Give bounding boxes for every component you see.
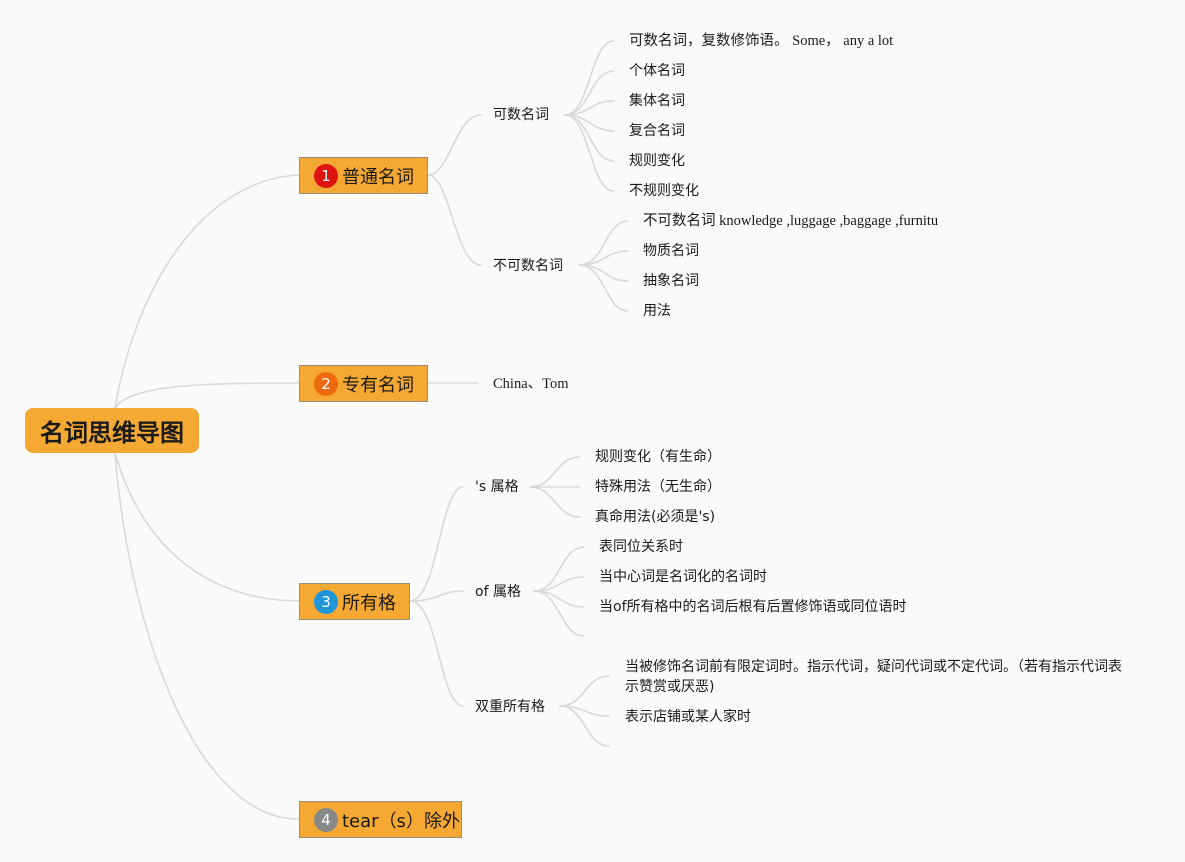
leaf-compound-nouns[interactable]: 复合名词 — [629, 123, 685, 139]
subtopic-countable[interactable]: 可数名词 — [493, 107, 549, 123]
number-4-badge-icon: 4 — [314, 807, 338, 832]
leaf-usage[interactable]: 用法 — [643, 303, 671, 319]
leaf-of-nominalized[interactable]: 当中心词是名词化的名词时 — [599, 569, 767, 585]
subtopic-of-genitive[interactable]: of 属格 — [475, 584, 521, 600]
link-root-topic4 — [114, 452, 300, 820]
topic-label: tear（s）除外 — [342, 810, 460, 832]
subtopic-uncountable[interactable]: 不可数名词 — [493, 258, 563, 274]
leaf-double-determiner[interactable]: 当被修饰名词前有限定词时。指示代词，疑问代词或不定代词。（若有指示代词表示赞赏或… — [625, 659, 1122, 695]
link-topic1-uncountable — [427, 174, 482, 266]
leaf-of-appositive[interactable]: 表同位关系时 — [599, 539, 683, 555]
leaf-countable-plural-modifiers[interactable]: 可数名词，复数修饰语。 Some， any a lot — [629, 33, 894, 49]
root-label: 名词思维导图 — [40, 419, 184, 447]
link-root-topic1 — [114, 174, 300, 409]
number-3-badge-icon: 3 — [314, 589, 338, 614]
topic-label: 普通名词 — [342, 166, 414, 188]
link-root-topic2 — [114, 382, 300, 409]
root-node[interactable]: 名词思维导图 — [25, 408, 199, 453]
topic-label: 所有格 — [342, 592, 396, 614]
leaf-material-nouns[interactable]: 物质名词 — [643, 243, 699, 259]
link-root-topic3 — [114, 452, 300, 602]
leaf-uncountable-examples[interactable]: 不可数名词 knowledge ,luggage ,baggage ,furni… — [643, 213, 939, 229]
leaf-double-shop-home[interactable]: 表示店铺或某人家时 — [625, 709, 751, 725]
leaf-proper-noun-examples[interactable]: China、Tom — [493, 376, 569, 392]
leaf-s-true-usage[interactable]: 真命用法(必须是's) — [595, 509, 716, 525]
number-2-badge-icon: 2 — [314, 371, 338, 396]
topic-proper-nouns[interactable]: 2 专有名词 — [299, 365, 428, 402]
leaf-of-postmodifier[interactable]: 当of所有格中的名词后根有后置修饰语或同位语时 — [599, 599, 907, 615]
leaf-irregular-change[interactable]: 不规则变化 — [629, 183, 699, 199]
link-topic1-countable — [427, 114, 482, 176]
leaf-individual-nouns[interactable]: 个体名词 — [629, 63, 685, 79]
topic-label: 专有名词 — [342, 374, 414, 396]
topic-possessive[interactable]: 3 所有格 — [299, 583, 410, 620]
subtopic-s-genitive[interactable]: 's 属格 — [475, 479, 519, 495]
subtopic-double-genitive[interactable]: 双重所有格 — [475, 699, 545, 715]
topic-common-nouns[interactable]: 1 普通名词 — [299, 157, 428, 194]
leaf-collective-nouns[interactable]: 集体名词 — [629, 93, 685, 109]
leaf-s-special[interactable]: 特殊用法（无生命） — [595, 479, 721, 495]
leaf-abstract-nouns[interactable]: 抽象名词 — [643, 273, 699, 289]
number-1-badge-icon: 1 — [314, 163, 338, 188]
leaf-s-regular[interactable]: 规则变化（有生命） — [595, 449, 721, 465]
topic-tears-exception[interactable]: 4 tear（s）除外 — [299, 801, 462, 838]
leaf-regular-change[interactable]: 规则变化 — [629, 153, 685, 169]
